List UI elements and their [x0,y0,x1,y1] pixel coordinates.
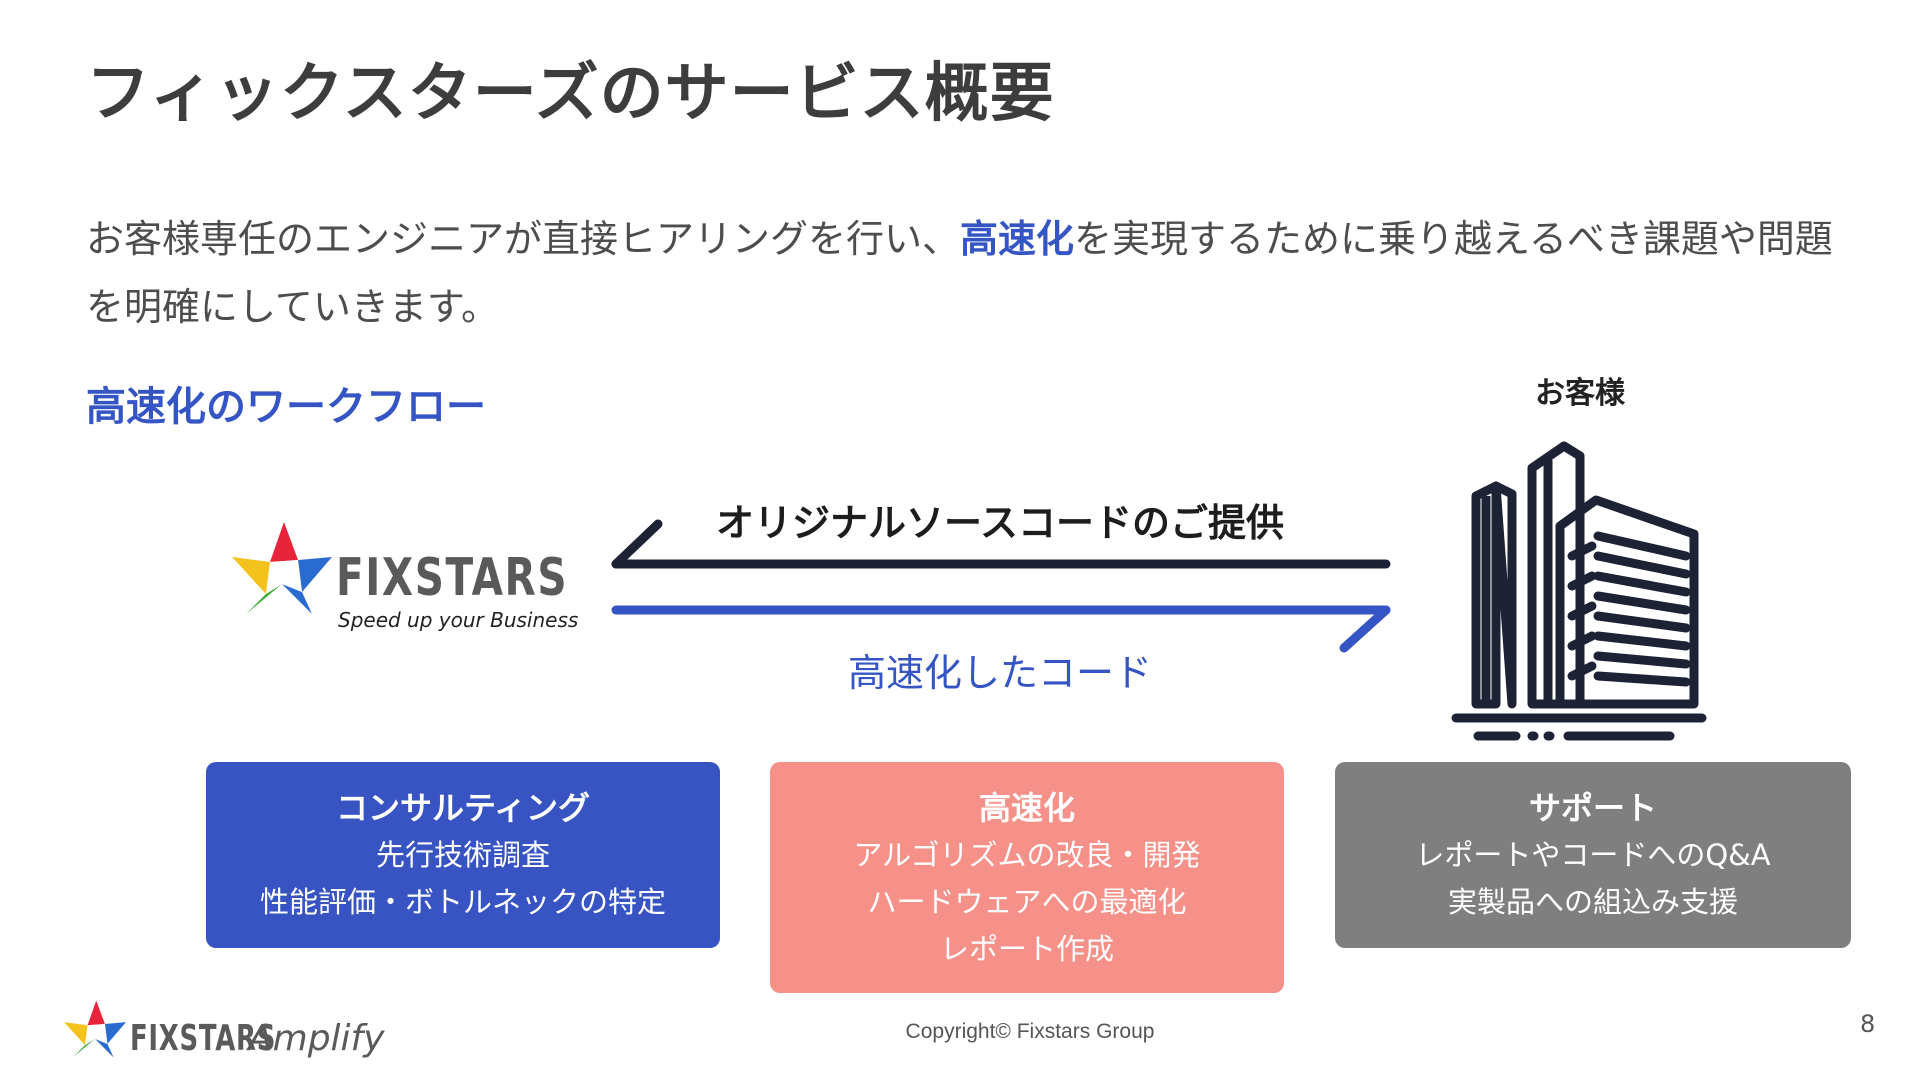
card-speedup-line: アルゴリズムの改良・開発 [853,838,1201,872]
arrow-to-fixstars-label: オリジナルソースコードのご提供 [715,501,1285,545]
intro-text: お客様専任のエンジニアが直接ヒアリングを行い、高速化を実現するために乗り越えるべ… [86,205,1866,341]
footer-amplify: Amplify [248,1018,385,1059]
card-consulting-line: 先行技術調査 [375,838,550,872]
logo-tagline: Speed up your Business [338,608,579,632]
four-color-star-icon [232,522,332,614]
arrow-right-icon [611,605,1391,653]
card-consulting: コンサルティング 先行技術調査 性能評価・ボトルネックの特定 [206,762,720,948]
card-speedup-line: レポート作成 [939,932,1114,966]
card-speedup: 高速化 アルゴリズムの改良・開発 ハードウェアへの最適化 レポート作成 [770,762,1284,993]
card-support: サポート レポートやコードへのQ&A 実製品への組込み支援 [1335,762,1851,948]
customer-label: お客様 [1535,376,1625,411]
arrow-to-customer-label: 高速化したコード [847,651,1152,695]
card-speedup-line: ハードウェアへの最適化 [867,885,1187,919]
fixstars-wordmark: FIXSTARS [336,548,569,608]
workflow-heading: 高速化のワークフロー [86,384,486,430]
office-building-icon [1451,441,1707,741]
footer-star-icon [64,1000,126,1058]
arrow-left-icon [611,519,1391,569]
page-number: 8 [1860,1010,1876,1038]
card-support-line: 実製品への組込み支援 [1447,885,1738,919]
card-consulting-line: 性能評価・ボトルネックの特定 [259,885,666,919]
intro-part1: お客様専任のエンジニアが直接ヒアリングを行い、 [86,217,961,261]
copyright: Copyright© Fixstars Group [905,1020,1155,1043]
card-support-line: レポートやコードへのQ&A [1415,838,1771,872]
card-support-title: サポート [1528,789,1657,827]
exchange-arrows [611,519,1391,653]
intro-highlight: 高速化 [960,217,1075,261]
footer-wordmark: FIXSTARS [130,1018,277,1059]
card-speedup-title: 高速化 [978,789,1075,827]
card-consulting-title: コンサルティング [335,789,591,827]
intro-part2: を実現するために乗り越えるべき課題や問題を明確にしていきます。 [86,217,1833,329]
slide-title: フィックスターズのサービス概要 [86,57,1055,131]
